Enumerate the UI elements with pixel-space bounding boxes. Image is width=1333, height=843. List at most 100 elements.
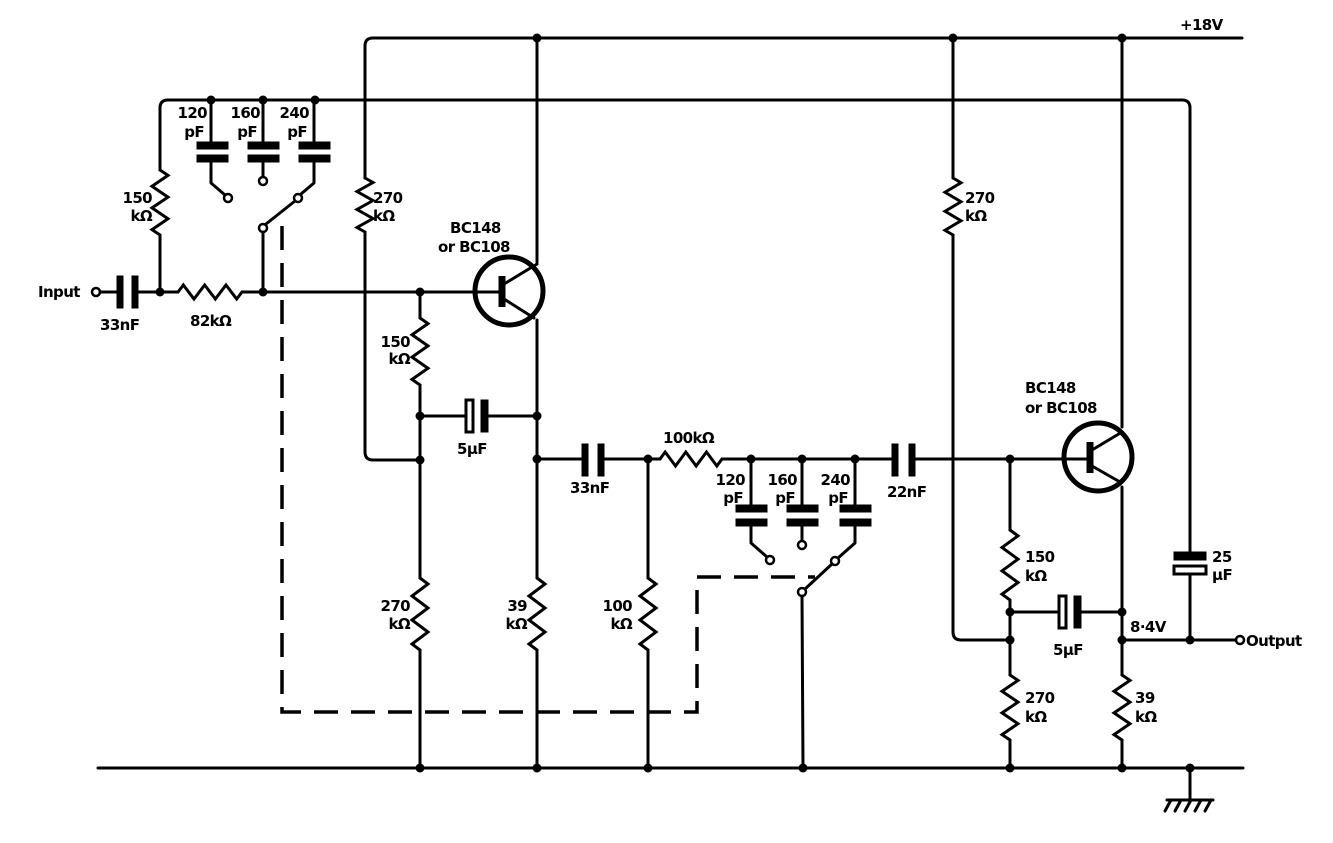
transistor-type: BC148 [1025,379,1076,397]
ground-icon [1163,766,1215,813]
transistor-stage1: BC148 or BC108 [438,219,546,328]
resistor-stage1-bootstrap-150k: 150 kΩ [380,290,431,580]
capacitor-unit: pF [237,123,257,141]
resistor-stage1-bias-top-270k: 270 kΩ [353,44,422,462]
resistor-value: 39 [1135,689,1155,707]
resistor-value: 150 [380,333,410,351]
capacitor-value: 240 [279,104,309,122]
capacitor-value: 120 [715,471,745,489]
junction-dot [850,454,860,464]
junction-dot [155,287,165,297]
resistor-stage1-emitter-39k: 39 kΩ [505,576,548,770]
resistor-unit: kΩ [388,615,410,633]
resistor-feedback-150k: 150 kΩ [122,106,171,294]
resistor-zigzag-icon [942,176,964,237]
switch-contact-icon [796,539,808,551]
capacitor-unit: pF [828,489,848,507]
resistor-zigzag-icon [999,673,1021,742]
capacitor-value: 160 [230,104,260,122]
capacitor-label: 33nF [100,316,139,334]
capacitor-unit: pF [775,489,795,507]
resistor-label: 82kΩ [190,312,232,330]
resistor-unit: kΩ [373,207,395,225]
junction-dot [532,411,542,421]
capacitor-unit: pF [184,123,204,141]
capacitor-switch2-160pf: 160 pF [767,457,819,551]
junction-dot [1117,763,1127,773]
resistor-zigzag-icon [999,528,1021,602]
resistor-unit: kΩ [610,615,632,633]
junction-dot [643,763,653,773]
resistor-zigzag-icon [409,316,431,387]
transistor-npn-icon [1061,420,1135,494]
transistor-alt: or BC108 [1025,399,1097,417]
junction-dot [1005,763,1015,773]
capacitor-feedback-25uf: 25 µF [1172,548,1233,642]
supply-voltage-label: +18V [1180,16,1224,34]
resistor-stage2-bias-top-270k: 270 kΩ [942,36,1012,642]
capacitor-switch2-120pf: 120 pF [715,457,776,566]
junction-dot [1005,454,1015,464]
junction-dot [1005,607,1015,617]
resistor-value: 270 [373,189,403,207]
junction-dot [1117,33,1127,43]
junction-dot [206,95,216,105]
resistor-zigzag-icon [176,282,244,302]
capacitor-label: 22nF [887,483,926,501]
resistor-unit: kΩ [1025,708,1047,726]
junction-dot [415,455,425,465]
junction-dot [258,287,268,297]
junction-dot [1117,635,1127,645]
switch-contact-icon [764,554,776,566]
resistor-shunt-100k: 100 kΩ [602,457,659,770]
resistor-value: 100 [602,597,632,615]
resistor-zigzag-icon [1111,673,1133,742]
rotary-switch-1 [257,199,297,294]
input-terminal: Input [38,283,120,301]
feedback-line [158,98,1192,554]
junction-dot [532,763,542,773]
junction-dot [643,454,653,464]
junction-dot [746,454,756,464]
capacitor-value: 240 [820,471,850,489]
junction-dot [1185,635,1195,645]
transistor-type: BC148 [450,219,501,237]
capacitor-label: 5µF [1053,641,1083,659]
transistor-stage2: BC148 or BC108 [1025,379,1135,494]
capacitor-switch1-240pf: 240 pF [279,98,331,204]
resistor-label: 100kΩ [663,429,715,447]
node-voltage-label: 8·4V [1130,618,1167,636]
capacitor-label: 33nF [570,479,609,497]
capacitor-switch1-120pf: 120 pF [177,98,234,204]
resistor-unit: kΩ [505,615,527,633]
capacitor-stage1-bootstrap-5uf: 5µF [418,398,539,458]
junction-dot [1117,607,1127,617]
resistor-stage1-bias-bottom-270k: 270 kΩ [380,576,431,770]
resistor-value: 270 [380,597,410,615]
capacitor-unit: pF [723,489,743,507]
resistor-value: 270 [965,189,995,207]
junction-dot [415,287,425,297]
junction-dot [415,411,425,421]
junction-dot [415,763,425,773]
capacitor-value: 25 [1212,548,1232,566]
supply-rail: +18V [363,16,1244,48]
junction-dot [258,95,268,105]
capacitor-switch2-240pf: 240 pF [820,457,872,567]
resistor-unit: kΩ [965,207,987,225]
resistor-zigzag-icon [658,449,724,469]
resistor-input-82k: 82kΩ [176,282,244,330]
capacitor-stage2-bootstrap-5uf: 5µF [1008,594,1124,659]
resistor-zigzag-icon [409,576,431,652]
rotary-switch-2 [796,562,834,770]
resistor-value: 150 [1025,548,1055,566]
switch-contact-icon [257,175,269,187]
capacitor-unit: µF [1212,566,1232,584]
capacitor-output-couple-22nf: 22nF [887,443,1066,501]
junction-dot [797,454,807,464]
junction-dot [798,763,808,773]
resistor-unit: kΩ [1135,708,1157,726]
capacitor-label: 5µF [457,440,487,458]
capacitor-coupling-33nf: 33nF [535,443,662,497]
